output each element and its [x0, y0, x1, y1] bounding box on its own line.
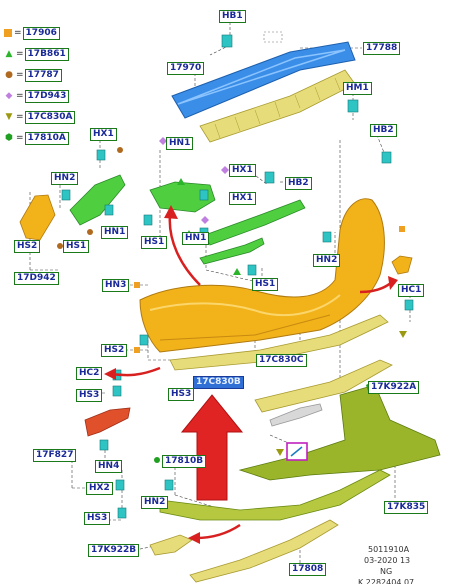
label-hn4[interactable]: HN4: [95, 460, 123, 473]
label-hc1[interactable]: HC1: [398, 284, 425, 297]
label-17f827[interactable]: 17F827: [33, 449, 77, 462]
label-hs1-mid[interactable]: HS1: [141, 236, 168, 249]
label-17k922a[interactable]: 17K922A: [368, 381, 420, 394]
legend-code: 17810A: [24, 131, 69, 145]
label-hs3-mid[interactable]: HS3: [168, 388, 195, 401]
corner-bracket-right: [391, 255, 413, 275]
label-17810b[interactable]: 17810B: [162, 455, 207, 468]
label-hm1[interactable]: HM1: [343, 82, 372, 95]
label-17808[interactable]: 17808: [289, 563, 327, 576]
label-hn2-right[interactable]: HN2: [313, 254, 341, 267]
label-hn2-lower[interactable]: HN2: [141, 496, 169, 509]
legend-code: 17787: [24, 68, 62, 82]
label-hb2-mid[interactable]: HB2: [285, 177, 312, 190]
lower-strip: [159, 469, 391, 521]
label-hx2[interactable]: HX2: [86, 482, 113, 495]
label-hn3[interactable]: HN3: [102, 279, 130, 292]
lower-trim-middle: [254, 359, 393, 413]
label-hx1-left[interactable]: HX1: [90, 128, 117, 141]
label-17k922b[interactable]: 17K922B: [88, 544, 140, 557]
label-17970[interactable]: 17970: [167, 62, 205, 75]
legend-row-17906: =17906: [4, 26, 60, 40]
label-17788[interactable]: 17788: [363, 42, 401, 55]
footer-date: 03-2020 13: [364, 556, 411, 565]
triangle-down-icon: ▼: [5, 112, 13, 122]
label-hs2-left[interactable]: HS2: [14, 240, 41, 253]
square-icon: [4, 29, 12, 37]
bracket-strip: [199, 199, 306, 265]
footer-code: 5011910A: [368, 545, 410, 554]
label-hb2-top[interactable]: HB2: [370, 124, 397, 137]
label-hs1-left[interactable]: HS1: [63, 240, 90, 253]
label-hs3-lower[interactable]: HS3: [84, 512, 111, 525]
clips: [61, 34, 414, 519]
label-hb1[interactable]: HB1: [219, 10, 246, 23]
label-hn1-left[interactable]: HN1: [101, 226, 129, 239]
label-17c830c[interactable]: 17C830C: [256, 354, 307, 367]
legend-row-17787: ● =17787: [4, 68, 62, 82]
legend-row-17b861: ▲ =17B861: [4, 47, 69, 61]
reflector: [84, 407, 131, 437]
bottom-strip: [189, 519, 339, 583]
chrome-trim: [269, 403, 323, 427]
label-hc2[interactable]: HC2: [76, 367, 103, 380]
label-hx1-mid[interactable]: HX1: [229, 164, 256, 177]
corner-bracket-left: [19, 194, 56, 241]
label-17c830b[interactable]: 17C830B: [193, 376, 244, 389]
label-17d942[interactable]: 17D942: [14, 272, 59, 285]
footer-ref: K.2282404.07: [358, 578, 415, 584]
legend-code: 17906: [22, 26, 60, 40]
label-hs1-right[interactable]: HS1: [252, 278, 279, 291]
label-hs2-lower[interactable]: HS2: [101, 344, 128, 357]
hexagon-icon: ⬢: [5, 133, 13, 143]
label-hx1-right[interactable]: HX1: [229, 192, 256, 205]
circle-icon: ●: [5, 70, 13, 80]
legend-code: 17C830A: [24, 110, 76, 124]
impact-beam: [171, 31, 356, 119]
legend-code: 17B861: [24, 47, 69, 61]
bracket-left: [69, 174, 126, 226]
end-cap-left: [149, 534, 193, 556]
triangle-icon: ▲: [5, 49, 13, 59]
legend-row-17c830a: ▼ =17C830A: [4, 110, 76, 124]
label-hn1-top[interactable]: HN1: [166, 137, 194, 150]
label-hn2-left[interactable]: HN2: [51, 172, 79, 185]
lower-trim-upper: [169, 314, 389, 371]
legend-row-17d943: ◆ =17D943: [4, 89, 70, 103]
label-hs3-left[interactable]: HS3: [76, 389, 103, 402]
direction-arrows: [104, 205, 398, 544]
diamond-icon: ◆: [5, 91, 13, 101]
bumper-cover: [139, 198, 385, 353]
sensor-icon: [286, 442, 308, 461]
legend-code: 17D943: [24, 89, 70, 103]
legend-row-17810a: ⬢ =17810A: [4, 131, 69, 145]
footer-ng: NG: [380, 567, 393, 576]
bracket-center: [149, 181, 216, 213]
label-hn1-mid[interactable]: HN1: [182, 232, 210, 245]
label-17k835[interactable]: 17K835: [384, 501, 429, 514]
